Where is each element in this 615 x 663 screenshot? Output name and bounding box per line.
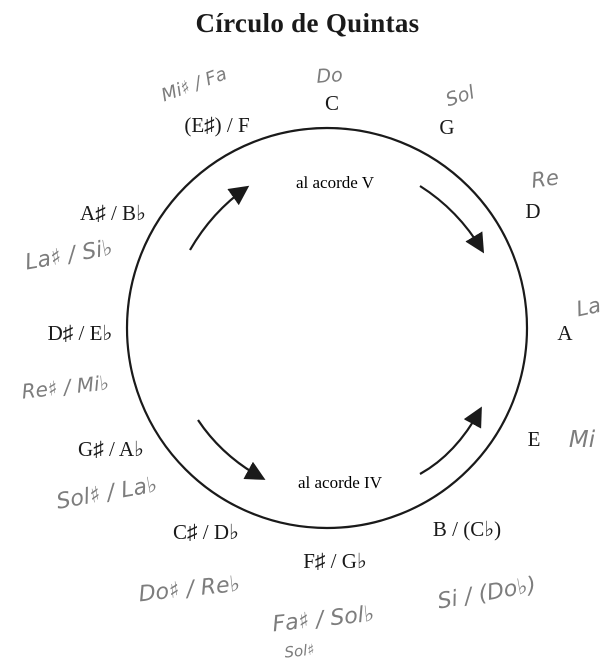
- note-label-f: (E♯) / F: [184, 113, 249, 137]
- handwritten-solfege-g: Sol: [443, 81, 478, 111]
- handwritten-solfege-d-sharp: Re♯ / Mi♭: [20, 371, 110, 404]
- handwritten-solfege-f: Mi♯ / Fa: [159, 63, 230, 106]
- note-label-c: C: [325, 91, 339, 115]
- arrow-label-subdominant: al acorde IV: [298, 473, 383, 492]
- note-label-e: E: [528, 427, 541, 451]
- handwritten-solfege-f-sharp: Fa♯ / Sol♭: [271, 602, 375, 638]
- note-label-d: D: [525, 199, 540, 223]
- handwritten-solfege-c-sharp: Do♯ / Re♭: [137, 572, 241, 607]
- handwritten-solfege-b: Si / (Do♭): [436, 573, 538, 615]
- handwritten-solfege-d: Re: [530, 165, 561, 193]
- note-label-a: A: [557, 321, 573, 345]
- arrow-label-dominant: al acorde V: [296, 173, 375, 192]
- arrow-left-up: [189, 185, 250, 251]
- note-label-c-sharp: C♯ / D♭: [173, 520, 239, 544]
- note-label-f-sharp: F♯ / G♭: [303, 549, 367, 573]
- fifths-circle: [125, 126, 529, 530]
- arrow-right-down: [419, 185, 485, 254]
- arrow-right-up: [419, 406, 482, 475]
- handwritten-solfege-a: La: [574, 293, 603, 322]
- note-label-g-sharp: G♯ / A♭: [78, 437, 144, 461]
- handwritten-solfege-c: Do: [316, 64, 344, 88]
- diagram-title: Círculo de Quintas: [195, 8, 420, 38]
- handwritten-solfege-extra: Sol♯: [284, 641, 316, 662]
- handwritten-solfege-e: Mi: [569, 427, 596, 453]
- note-label-a-sharp: A♯ / B♭: [80, 201, 146, 225]
- note-label-b: B / (C♭): [433, 517, 501, 541]
- arrow-left-down: [197, 419, 266, 480]
- note-label-g: G: [439, 115, 454, 139]
- handwritten-solfege-g-sharp: Sol♯ / La♭: [55, 472, 159, 514]
- handwritten-solfege-a-sharp: La♯ / Si♭: [23, 236, 114, 276]
- note-label-d-sharp: D♯ / E♭: [48, 321, 113, 345]
